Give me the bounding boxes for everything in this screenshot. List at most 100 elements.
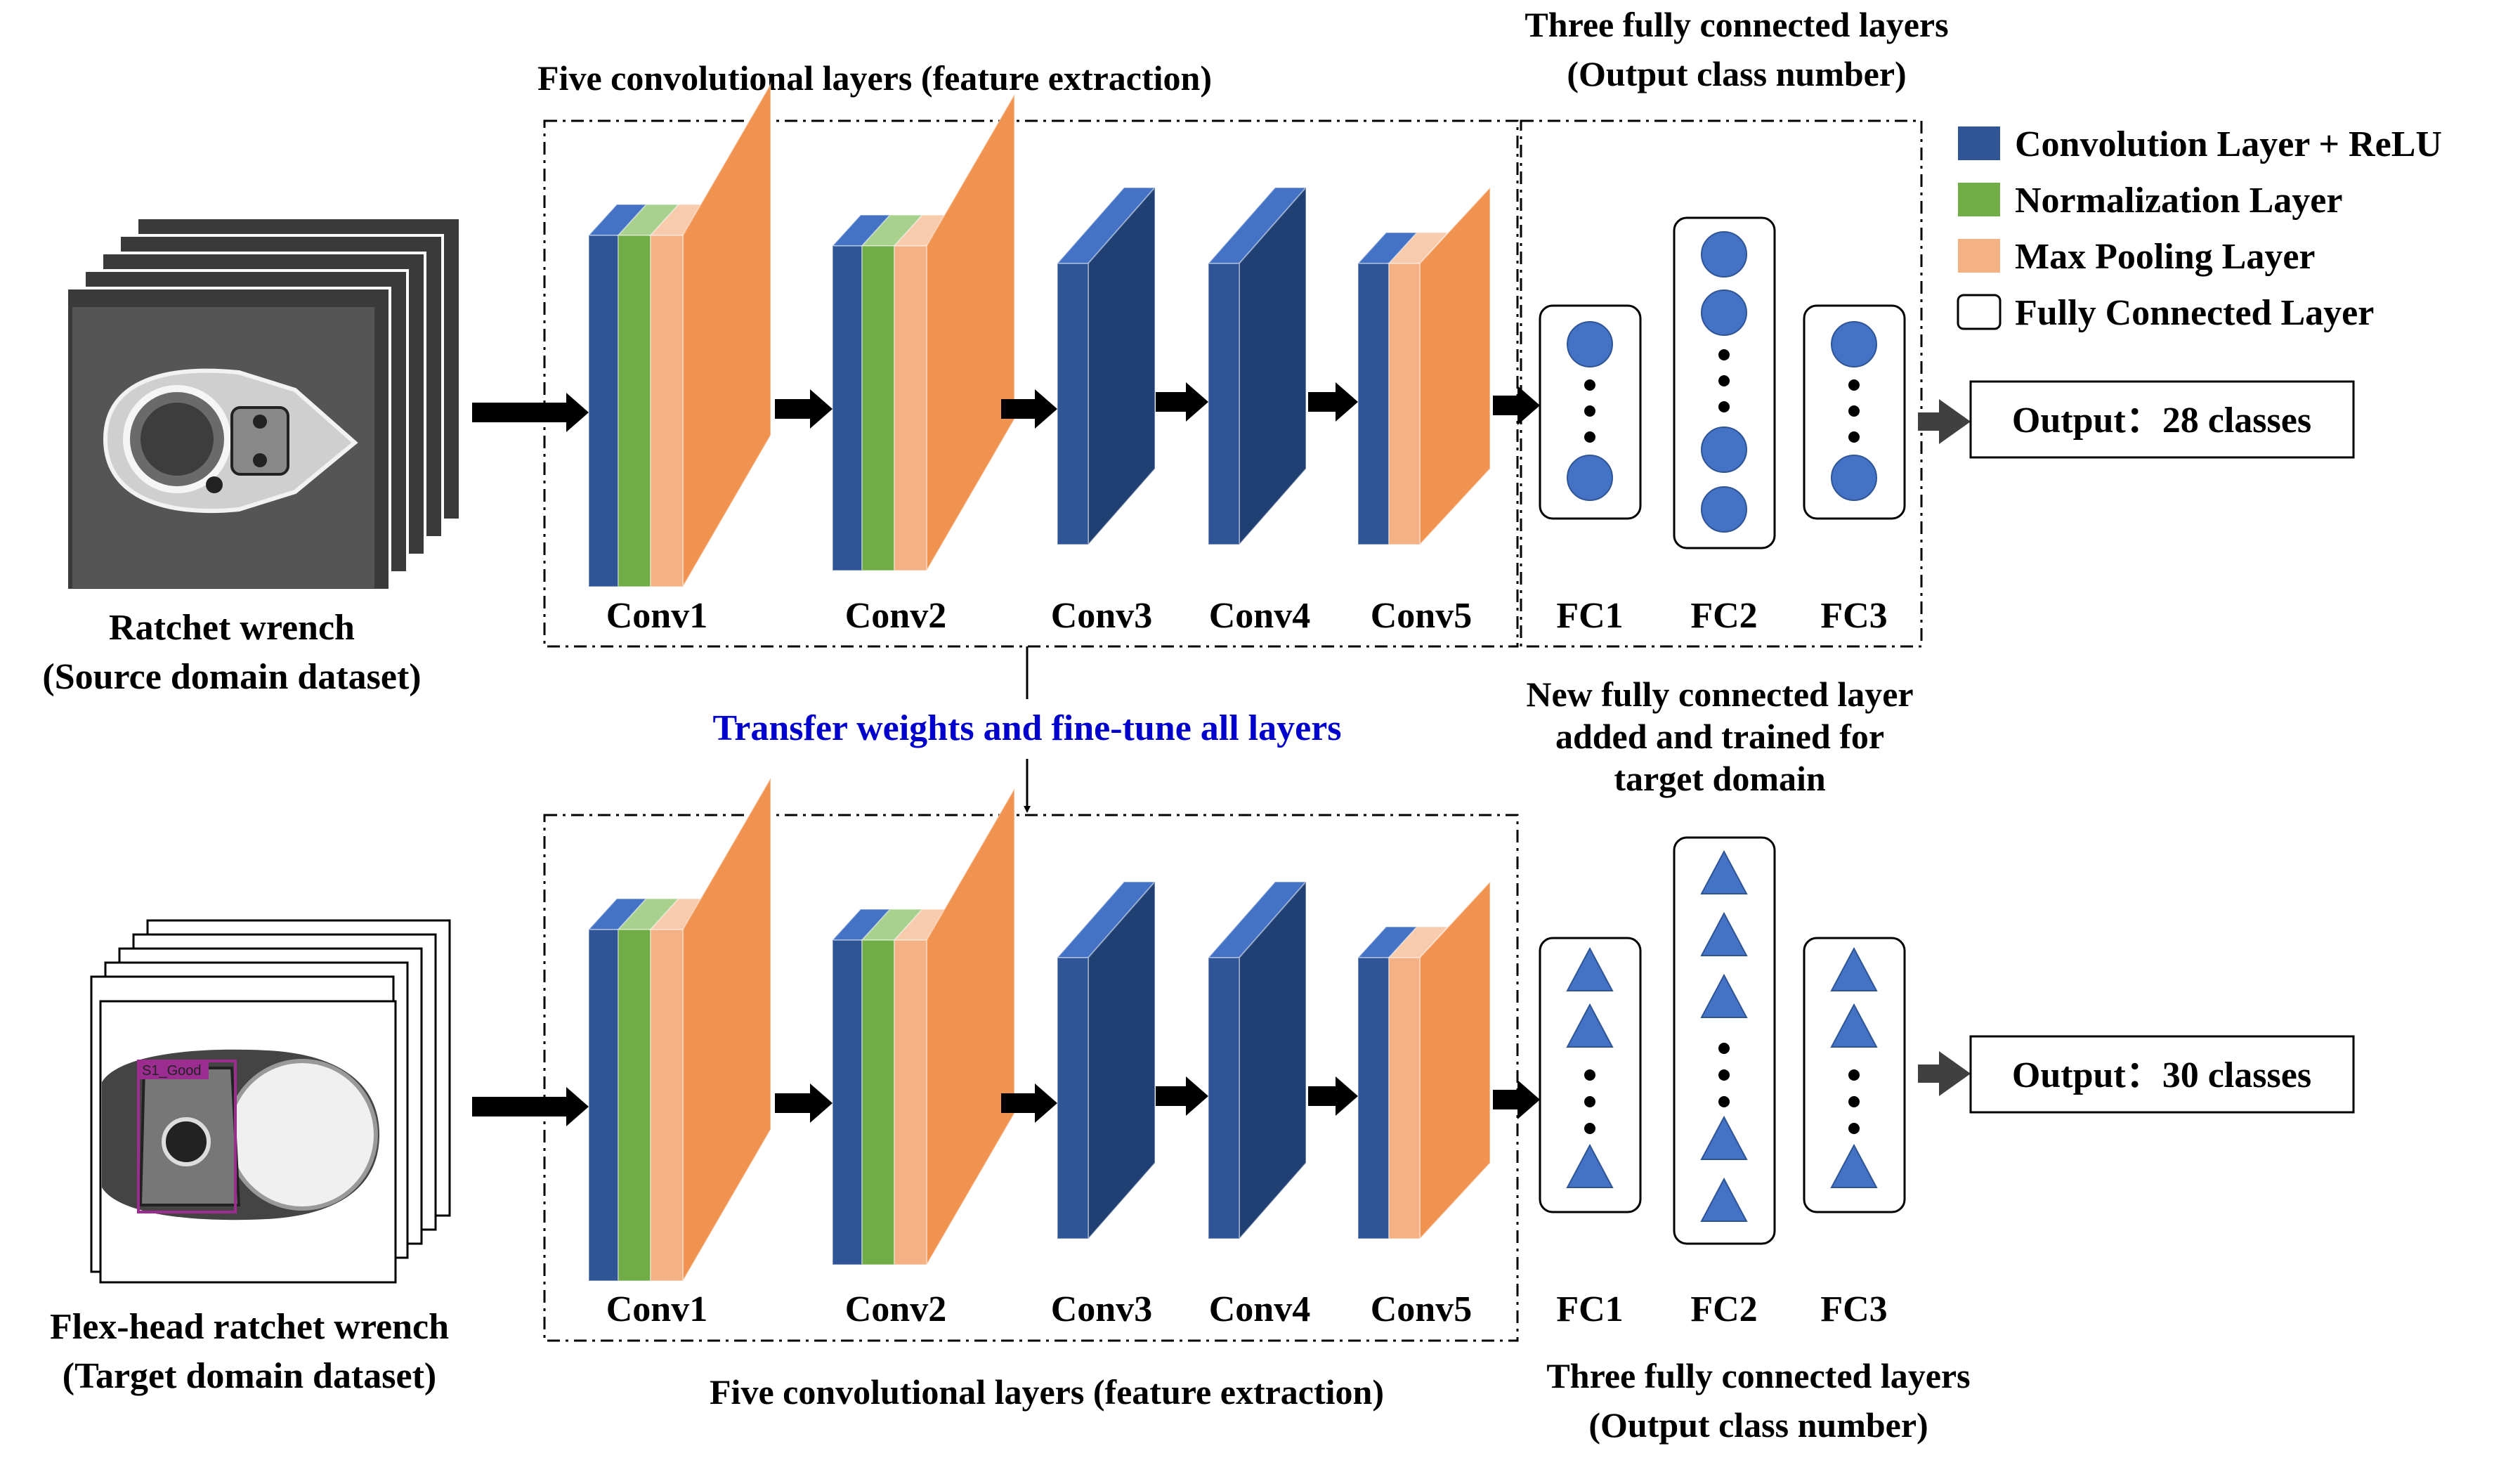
target-label-conv4: Conv4 <box>1209 1289 1310 1329</box>
target-arrow-1 <box>775 1083 833 1123</box>
source-fc2-node <box>1701 427 1747 473</box>
target-output: Output：30 classes <box>1918 1035 2355 1114</box>
target-new-fc-line1: New fully connected layer <box>1526 675 1913 714</box>
target-conv2-pool-front <box>894 939 927 1265</box>
target-fc3-node <box>1830 946 1878 991</box>
target-fc2-node <box>1700 911 1748 956</box>
target-dataset-title-line1: Flex-head ratchet wrench <box>50 1307 449 1347</box>
source-arrow-2 <box>1001 389 1057 429</box>
source-fc2-dot <box>1718 349 1730 360</box>
target-fc-group-title-line1: Three fully connected layers <box>1546 1356 1970 1395</box>
source-fc-group-title-line2: (Output class number) <box>1567 54 1906 93</box>
target-new-fc-line3: target domain <box>1614 759 1826 798</box>
source-conv1-pool-side <box>682 81 771 590</box>
target-conv2-conv-front <box>832 939 863 1265</box>
source-output: Output：28 classes <box>1918 380 2355 459</box>
source-fc-layers <box>1539 216 1906 549</box>
source-conv5-pool-front <box>1388 263 1421 545</box>
target-fc-group-title-line2: (Output class number) <box>1588 1405 1928 1445</box>
target-arrow-input <box>472 1087 589 1126</box>
target-fc2-box <box>1673 836 1776 1245</box>
target-conv2-norm-front <box>861 939 895 1265</box>
source-label-conv4: Conv4 <box>1209 596 1310 636</box>
source-fc-labels: FC1 FC2 FC3 <box>1556 596 1887 636</box>
target-image-tag: S1_Good <box>142 1063 202 1079</box>
source-conv5-conv-front <box>1357 263 1390 545</box>
target-conv4-front <box>1208 957 1240 1239</box>
source-fc1-node <box>1567 321 1613 367</box>
target-fc2-dot <box>1718 1096 1730 1107</box>
target-conv-layers <box>587 775 1491 1284</box>
source-output-arrow <box>1918 399 1971 444</box>
source-arrow-4 <box>1308 382 1358 422</box>
target-label-fc1: FC1 <box>1556 1289 1623 1329</box>
target-dataset-title-line2: (Target domain dataset) <box>63 1356 437 1396</box>
legend: Convolution Layer + ReLU Normalization L… <box>1957 124 2442 333</box>
target-label-fc2: FC2 <box>1690 1289 1757 1329</box>
source-fc1-dot <box>1584 431 1595 443</box>
source-conv-layers <box>587 81 1491 590</box>
source-conv2-pool-front <box>894 245 927 571</box>
target-conv1-pool-front <box>650 929 684 1282</box>
source-fc3-dot <box>1848 405 1860 417</box>
source-fc3-node <box>1831 455 1877 501</box>
target-fc-layers <box>1539 836 1906 1245</box>
target-fc2-node <box>1700 849 1748 894</box>
source-fc2-node <box>1701 289 1747 336</box>
source-conv1-norm-front <box>618 235 651 587</box>
target-fc2-dot <box>1718 1043 1730 1054</box>
target-fc1-dot <box>1584 1096 1595 1107</box>
legend-swatch-norm <box>1958 183 2000 216</box>
source-fc1-dot <box>1584 379 1595 391</box>
target-fc3-dot <box>1848 1069 1860 1081</box>
source-fc1-node <box>1567 455 1613 501</box>
target-conv1-norm-front <box>618 929 651 1282</box>
target-label-conv3: Conv3 <box>1051 1289 1152 1329</box>
target-arrow-5 <box>1493 1080 1540 1119</box>
source-conv-group-box <box>543 119 1519 648</box>
legend-label-conv: Convolution Layer + ReLU <box>2015 124 2442 164</box>
flow-arrows <box>472 382 1540 1126</box>
target-arrow-2 <box>1001 1083 1057 1123</box>
source-conv-group-title: Five convolutional layers (feature extra… <box>537 58 1212 98</box>
target-fc1-dot <box>1584 1123 1595 1134</box>
target-output-box <box>1969 1035 2355 1114</box>
legend-swatch-fc <box>1957 294 2002 330</box>
source-label-fc3: FC3 <box>1820 596 1887 636</box>
target-fc1-dot <box>1584 1069 1595 1081</box>
target-conv1-pool-side <box>682 775 771 1284</box>
source-conv1-pool-front <box>650 235 684 587</box>
target-fc1-node <box>1566 1003 1614 1048</box>
target-output-arrow <box>1918 1051 1971 1096</box>
source-fc3-node <box>1831 321 1877 367</box>
source-conv1-conv-front <box>588 235 619 587</box>
target-label-fc3: FC3 <box>1820 1289 1887 1329</box>
source-output-label: Output：28 classes <box>2012 401 2311 441</box>
target-arrow-4 <box>1308 1076 1358 1116</box>
target-conv1-conv-front <box>588 929 619 1282</box>
source-image-stack <box>65 216 462 592</box>
target-fc2-node <box>1700 973 1748 1018</box>
target-conv-group-title: Five convolutional layers (feature extra… <box>710 1372 1384 1412</box>
source-fc2-node <box>1701 231 1747 278</box>
target-conv3-front <box>1057 957 1089 1239</box>
source-conv4-front <box>1208 263 1240 545</box>
target-fc2-node <box>1700 1115 1748 1160</box>
target-fc3-dot <box>1848 1123 1860 1134</box>
target-fc2-node <box>1700 1177 1748 1222</box>
target-conv2-pool-side <box>926 786 1015 1268</box>
source-arrow-3 <box>1156 382 1208 422</box>
source-conv3-front <box>1057 263 1089 545</box>
transfer-label: Transfer weights and fine-tune all layer… <box>712 708 1341 748</box>
source-label-fc2: FC2 <box>1690 596 1757 636</box>
source-fc1-dot <box>1584 405 1595 417</box>
target-label-conv5: Conv5 <box>1371 1289 1472 1329</box>
source-conv2-pool-side <box>926 91 1015 573</box>
source-dataset-title-line2: (Source domain dataset) <box>42 657 421 697</box>
source-fc2-dot <box>1718 401 1730 412</box>
source-conv2-norm-front <box>861 245 895 571</box>
target-fc2-dot <box>1718 1069 1730 1081</box>
source-arrow-1 <box>775 389 833 429</box>
target-fc1-node <box>1566 946 1614 991</box>
